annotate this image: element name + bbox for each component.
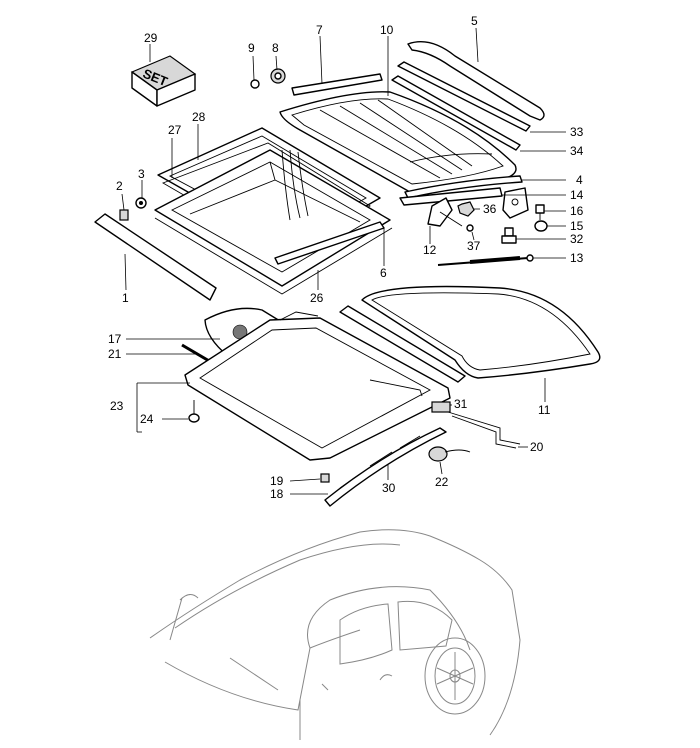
part-30-slat	[324, 427, 447, 507]
part-23-cassette	[184, 311, 451, 461]
part-37-screw	[466, 224, 474, 232]
part-2-clip	[119, 209, 129, 221]
callout-22: 22	[435, 475, 449, 489]
callout-30: 30	[382, 481, 396, 495]
callout-32: 32	[570, 232, 584, 246]
part-12-bracket	[427, 197, 463, 227]
car-outline-illustration	[149, 529, 521, 740]
part-9-clip	[250, 79, 260, 89]
callout-12: 12	[423, 243, 437, 257]
part-strip-long	[339, 305, 466, 383]
callout-27: 27	[168, 123, 182, 137]
part-11-seal	[361, 285, 601, 379]
part-7-strip	[291, 73, 383, 96]
callout-34: 34	[570, 144, 584, 158]
callout-6: 6	[380, 266, 387, 280]
callout-2: 2	[116, 179, 123, 193]
leader-lines	[121, 27, 566, 495]
callout-4: 4	[576, 173, 583, 187]
callout-5: 5	[471, 14, 478, 28]
part-5-trim	[407, 41, 545, 121]
callout-labels: 29 9 8 7 10 5 27 28 33 34 2 3 4 14 36 16…	[108, 14, 584, 501]
callout-28: 28	[192, 110, 206, 124]
part-20-tube	[447, 411, 521, 445]
callout-17: 17	[108, 332, 122, 346]
callout-14: 14	[570, 188, 584, 202]
callout-16: 16	[570, 204, 584, 218]
part-32-stud	[501, 227, 517, 244]
callout-1: 1	[122, 291, 129, 305]
callout-20: 20	[530, 440, 544, 454]
callout-9: 9	[248, 41, 255, 55]
part-8-grommet	[270, 68, 286, 84]
part-19-clip	[320, 473, 330, 483]
set-box-part: SET	[130, 55, 197, 107]
callout-11: 11	[538, 403, 551, 417]
callout-33: 33	[570, 125, 584, 139]
callout-10: 10	[380, 23, 394, 37]
part-22-motor	[428, 446, 471, 462]
callout-8: 8	[272, 41, 279, 55]
callout-24: 24	[140, 412, 154, 426]
part-1-strip	[94, 213, 217, 301]
part-10-glass-panel	[279, 91, 517, 193]
callout-7: 7	[316, 23, 323, 37]
part-16-bolt	[535, 204, 545, 220]
callout-21: 21	[108, 347, 122, 361]
part-4-strip	[404, 175, 523, 199]
callout-29: 29	[144, 31, 158, 45]
callout-37: 37	[467, 239, 481, 253]
callout-31: 31	[454, 397, 468, 411]
callout-19: 19	[270, 474, 284, 488]
callout-36: 36	[483, 202, 497, 216]
part-15-cap	[534, 220, 548, 232]
part-33-strip	[397, 61, 531, 132]
part-24-bolt	[188, 400, 200, 423]
part-31-motor-bracket	[431, 401, 451, 413]
callout-13: 13	[570, 251, 584, 265]
part-36-nut	[457, 201, 475, 217]
callout-23: 23	[110, 399, 124, 413]
part-3-screw	[135, 197, 147, 209]
callout-26: 26	[310, 291, 324, 305]
callout-18: 18	[270, 487, 284, 501]
callout-3: 3	[138, 167, 145, 181]
part-26-frame	[154, 149, 393, 295]
part-34-strip	[391, 75, 521, 151]
part-16-bracket	[502, 187, 529, 219]
part-14-strip	[399, 187, 503, 206]
callout-15: 15	[570, 219, 584, 233]
part-13-strut	[437, 254, 534, 266]
